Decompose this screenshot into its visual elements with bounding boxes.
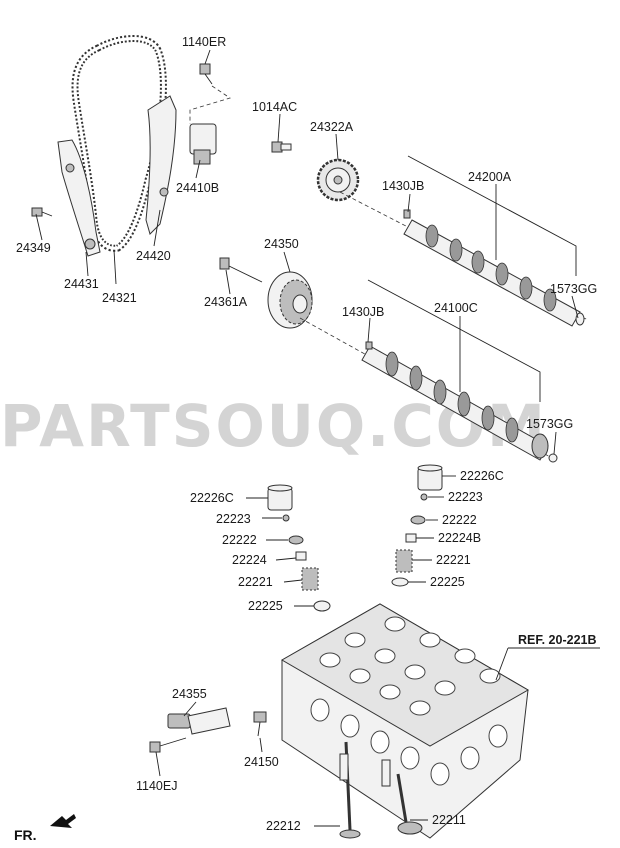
label-24431: 24431 [64, 277, 99, 291]
label-reference: REF. 20-221B [518, 633, 597, 647]
front-label: FR. [14, 827, 37, 843]
exhaust-camshaft [339, 191, 589, 327]
timing-chain-assembly [31, 35, 231, 257]
leader-lines [35, 49, 600, 827]
label-1140ej: 1140EJ [136, 779, 177, 793]
label-22224: 22224 [232, 553, 267, 567]
label-24410b: 24410B [176, 181, 219, 195]
chain-guide [145, 95, 177, 235]
label-22222-right: 22222 [442, 513, 477, 527]
label-22211: 22211 [432, 813, 466, 827]
label-1573gg-top: 1573GG [550, 282, 597, 296]
cam-sprocket [271, 141, 360, 202]
label-22225-left: 22225 [248, 599, 283, 613]
part-labels: 1140ER 1014AC 24322A 24410B 1430JB 24200… [16, 35, 597, 833]
arrow-left-down-icon [50, 814, 76, 828]
label-24349: 24349 [16, 241, 51, 255]
label-1573gg-bottom: 1573GG [526, 417, 573, 431]
label-24100c: 24100C [434, 301, 478, 315]
label-22221-left: 22221 [238, 575, 273, 589]
label-24355: 24355 [172, 687, 207, 701]
label-24322a: 24322A [310, 120, 354, 134]
label-22212: 22212 [266, 819, 301, 833]
valve-train-parts [267, 464, 443, 612]
label-22226c-right: 22226C [460, 469, 504, 483]
label-22225-right: 22225 [430, 575, 465, 589]
label-1014ac: 1014AC [252, 100, 297, 114]
label-24150: 24150 [244, 755, 279, 769]
bolt-1140er [199, 63, 211, 75]
label-22224b: 22224B [438, 531, 481, 545]
label-24350: 24350 [264, 237, 299, 251]
front-orientation: FR. [14, 814, 76, 843]
cylinder-head [280, 603, 530, 839]
label-24420: 24420 [136, 249, 171, 263]
label-22221-right: 22221 [436, 553, 471, 567]
label-1430jb-bottom: 1430JB [342, 305, 384, 319]
label-1140er: 1140ER [182, 35, 226, 49]
bolt-24349 [31, 207, 43, 217]
cvvt-assembly [219, 257, 313, 329]
label-24200a: 24200A [468, 170, 512, 184]
label-24321: 24321 [102, 291, 137, 305]
intake-camshaft [299, 317, 558, 463]
label-22226c-left: 22226C [190, 491, 234, 505]
label-22223-left: 22223 [216, 512, 251, 526]
oil-control-valve [149, 707, 267, 753]
label-22223-right: 22223 [448, 490, 483, 504]
label-24361a: 24361A [204, 295, 248, 309]
label-22222-left: 22222 [222, 533, 257, 547]
label-1430jb-top: 1430JB [382, 179, 424, 193]
